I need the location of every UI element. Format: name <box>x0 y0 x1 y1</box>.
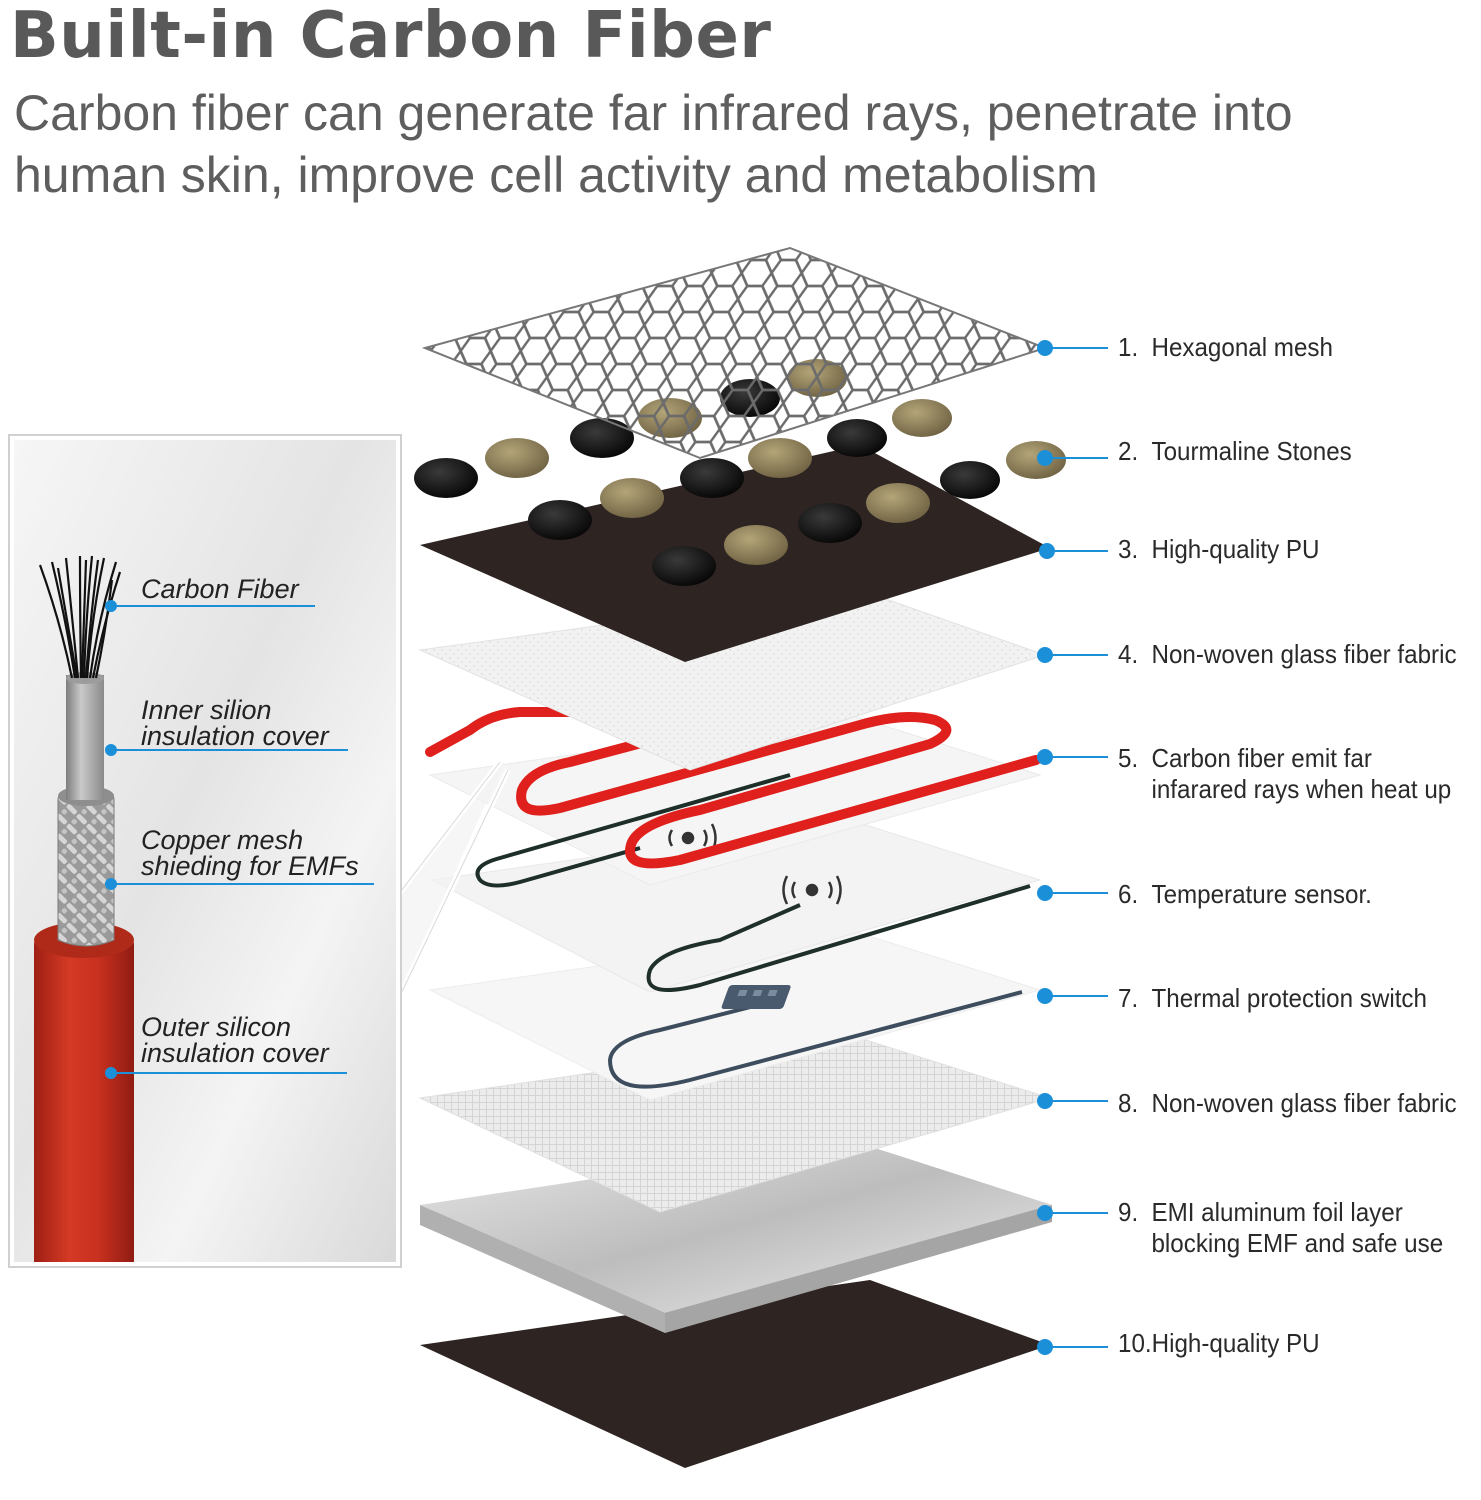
layer-7-film <box>428 929 1042 1101</box>
thermal-switch-chip <box>721 985 791 1009</box>
inset-leader-inner-cover <box>105 744 348 756</box>
layer-label-9: 9.EMI aluminum foil layer blocking EMF a… <box>1118 1197 1444 1258</box>
layer-label-3: 3.High-quality PU <box>1118 534 1320 564</box>
leader-1 <box>1037 340 1108 356</box>
subtitle-line-2: human skin, improve cell activity and me… <box>14 147 1098 203</box>
inset-label-inner-cover: Inner silion insulation cover <box>141 695 329 751</box>
carbon-fiber-strands <box>38 555 122 679</box>
layer-label-5: 5.Carbon fiber emit far infarared rays w… <box>1118 743 1452 804</box>
inset-leader-copper-mesh <box>105 878 374 890</box>
subtitle-line-1: Carbon fiber can generate far infrared r… <box>14 85 1293 141</box>
inset-label-outer-cover: Outer silicon insulation cover <box>141 1012 329 1068</box>
layer-label-10: 10.High-quality PU <box>1118 1328 1320 1358</box>
leader-9 <box>1037 1205 1108 1221</box>
layer-10-pu <box>420 1280 1050 1468</box>
inset-leaders <box>105 600 374 1079</box>
outer-jacket <box>34 925 134 1262</box>
leader-4 <box>1037 647 1108 663</box>
cable-inset <box>8 434 402 1268</box>
page-subtitle: Carbon fiber can generate far infrared r… <box>14 82 1414 206</box>
leader-2 <box>1037 450 1108 466</box>
leader-10 <box>1037 1339 1108 1355</box>
inset-label-carbon-fiber: Carbon Fiber <box>141 574 299 604</box>
leader-8 <box>1037 1093 1108 1109</box>
leader-6 <box>1037 885 1108 901</box>
inset-leader-carbon-fiber <box>105 600 315 612</box>
leader-3 <box>1039 543 1108 559</box>
layer-label-6: 6.Temperature sensor. <box>1118 879 1372 909</box>
page-title: Built-in Carbon Fiber <box>10 0 772 73</box>
layer-leaders <box>1037 340 1108 1355</box>
layer-1-hexagonal-mesh <box>421 246 1048 460</box>
layer-label-8: 8.Non-woven glass fiber fabric <box>1118 1088 1457 1118</box>
layer-9-foil <box>420 1140 1052 1333</box>
layer-label-1: 1.Hexagonal mesh <box>1118 332 1333 362</box>
inner-insulation <box>66 675 104 800</box>
leader-5 <box>1037 749 1108 765</box>
layer-label-7: 7.Thermal protection switch <box>1118 983 1427 1013</box>
layer-label-2: 2.Tourmaline Stones <box>1118 436 1352 466</box>
temperature-sensor-icon <box>782 875 842 905</box>
inset-leader-outer-cover <box>105 1067 347 1079</box>
inset-label-copper-mesh: Copper mesh shieding for EMFs <box>141 825 359 881</box>
leader-7 <box>1037 988 1108 1004</box>
layer-label-4: 4.Non-woven glass fiber fabric <box>1118 639 1457 669</box>
copper-mesh <box>57 787 115 947</box>
